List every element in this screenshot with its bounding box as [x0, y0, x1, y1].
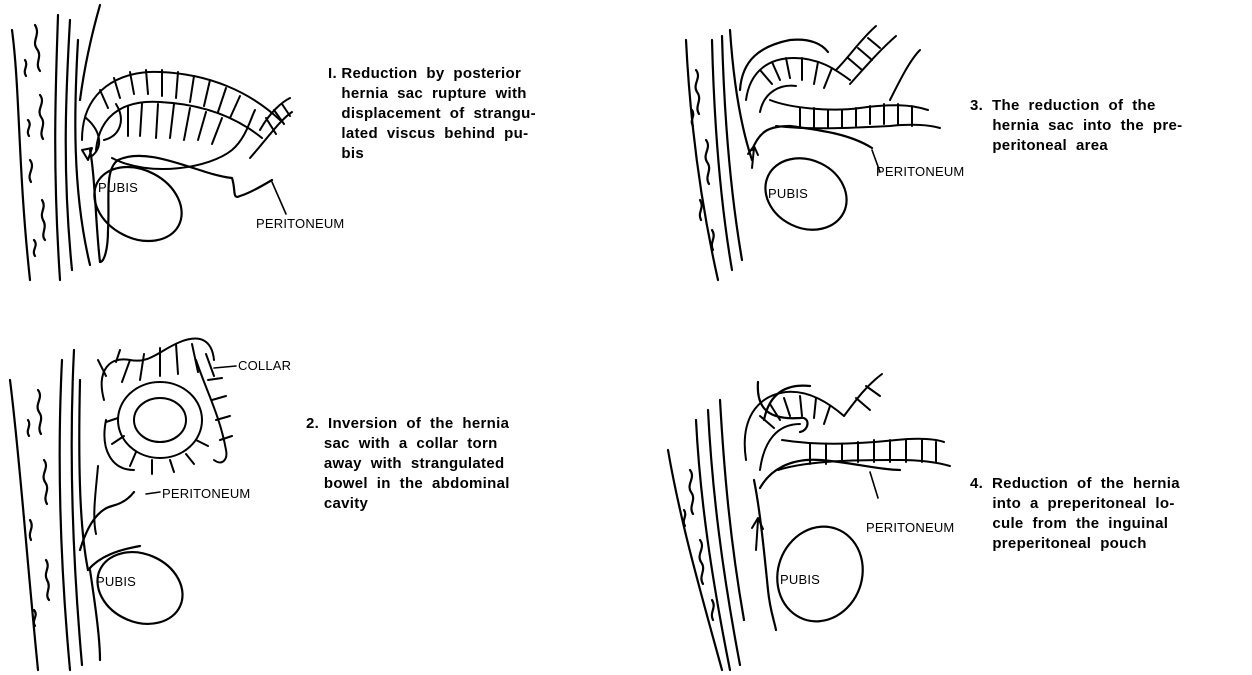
peritoneum-label: PERITONEUM — [866, 520, 954, 535]
peritoneum-label: PERITONEUM — [876, 164, 964, 179]
caption-2: 2. Inversion of the hernia sac with a co… — [306, 414, 510, 514]
caption-4: 4. Reduction of the hernia into a preper… — [970, 474, 1180, 554]
pubis-label: PUBIS — [780, 572, 820, 587]
panel-4-illustration — [660, 320, 990, 675]
panel-1: PUBIS PERITONEUM I. Reduction by posteri… — [0, 0, 620, 300]
abdominal-wall — [10, 350, 100, 670]
peritoneum-label: PERITONEUM — [162, 486, 250, 501]
caption-3: 3. The reduction of the hernia sac into … — [970, 96, 1182, 156]
abdominal-wall — [668, 400, 744, 670]
bowel-loops — [746, 26, 940, 128]
bowel-loops — [745, 374, 950, 470]
peritoneum-label: PERITONEUM — [256, 216, 344, 231]
abdominal-wall — [12, 5, 100, 280]
collar-label: COLLAR — [238, 358, 291, 373]
abdominal-wall — [686, 30, 752, 280]
bowel-loops — [82, 70, 292, 169]
panel-3: PERITONEUM PUBIS 3. The reduction of the… — [660, 0, 1252, 300]
pubis-label: PUBIS — [96, 574, 136, 589]
panel-3-illustration — [660, 0, 990, 290]
pubis-label: PUBIS — [98, 180, 138, 195]
peritoneum-leader — [870, 472, 878, 498]
peritoneum-line — [754, 382, 900, 630]
panel-2: COLLAR PERITONEUM PUBIS 2. Inversion of … — [0, 320, 620, 675]
peritoneum-leader — [146, 492, 160, 494]
peritoneum-line — [740, 40, 872, 150]
pubis-label: PUBIS — [768, 186, 808, 201]
peritoneum-leader — [272, 182, 286, 214]
caption-1: I. Reduction by posterior hernia sac rup… — [328, 64, 536, 164]
collar-leader — [214, 366, 236, 368]
panel-4: PERITONEUM PUBIS 4. Reduction of the her… — [660, 320, 1252, 675]
